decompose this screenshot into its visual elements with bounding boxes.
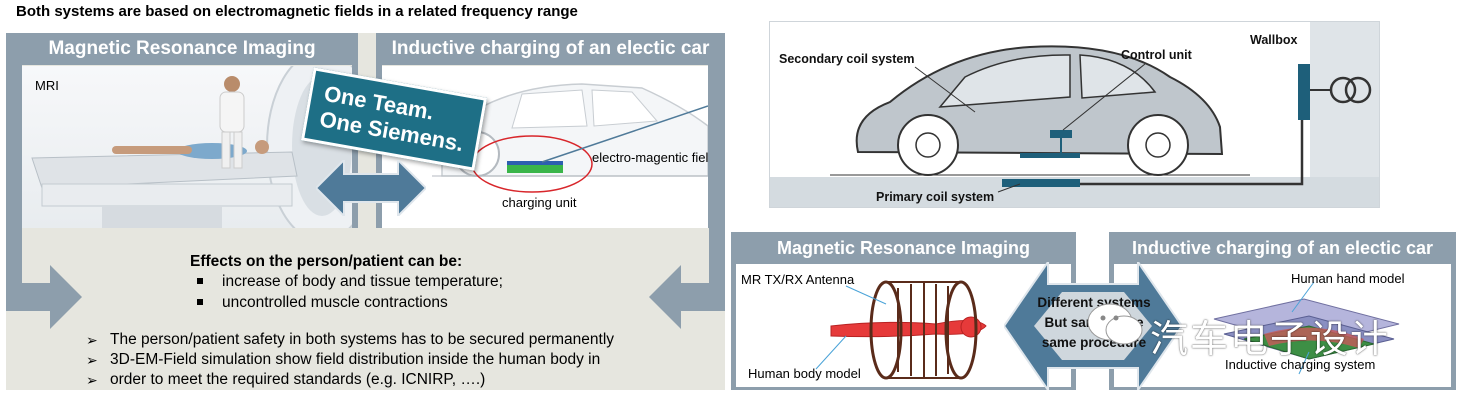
mri-scanner-illustration bbox=[31, 66, 352, 228]
effects-list: increase of body and tissue temperature;… bbox=[190, 271, 620, 313]
page-title: Both systems are based on electromagneti… bbox=[16, 3, 578, 20]
wechat-icon bbox=[1087, 303, 1143, 345]
inductive-charging-label: Inductive charging system bbox=[1225, 357, 1376, 372]
mri-model-header: Magnetic Resonance Imaging bbox=[731, 232, 1076, 264]
primary-coil-label: Primary coil system bbox=[876, 190, 995, 204]
conclusion-item: 3D-EM-Field simulation show field distri… bbox=[80, 350, 710, 370]
effects-title: Effects on the person/patient can be: bbox=[190, 253, 463, 270]
charging-unit-label: charging unit bbox=[502, 195, 577, 210]
antenna-label: MR TX/RX Antenna bbox=[741, 272, 855, 287]
mri-label: MRI bbox=[35, 78, 59, 93]
left-panel-frame-right bbox=[708, 33, 725, 228]
car-system-drawing bbox=[770, 22, 1379, 207]
secondary-coil-label: Secondary coil system bbox=[779, 52, 915, 66]
effect-item: increase of body and tissue temperature; bbox=[190, 271, 620, 292]
body-model-label: Human body model bbox=[748, 366, 861, 381]
effects-block: Effects on the person/patient can be: in… bbox=[190, 252, 620, 313]
double-arrow-icon bbox=[316, 160, 426, 216]
watermark-text: 汽车电子设计 bbox=[1150, 317, 1391, 361]
antenna-body-model bbox=[815, 280, 987, 380]
right-inward-arrow-icon bbox=[649, 225, 725, 329]
field-label: electro-magentic field bbox=[592, 150, 708, 165]
mri-model-panel: Magnetic Resonance Imaging MR TX/RX Ante… bbox=[731, 232, 1076, 390]
hand-model-label: Human hand model bbox=[1291, 271, 1405, 286]
conclusion-item: The person/patient safety in both system… bbox=[80, 330, 710, 350]
car-illustration bbox=[432, 83, 708, 193]
mri-header: Magnetic Resonance Imaging bbox=[6, 33, 358, 65]
left-inward-arrow-icon bbox=[6, 225, 82, 329]
conclusion-item-continued: order to meet the required standards (e.… bbox=[80, 370, 710, 390]
wallbox-label: Wallbox bbox=[1250, 33, 1298, 47]
car-header: Inductive charging of an electic car bbox=[376, 33, 725, 65]
charging-model-header: Inductive charging of an electic car bbox=[1109, 232, 1456, 264]
car-system-diagram: Secondary coil system Control unit Wallb… bbox=[769, 21, 1380, 208]
control-unit-label: Control unit bbox=[1121, 48, 1192, 62]
hand-charging-model bbox=[1213, 281, 1400, 375]
center-line-1: Different systems bbox=[1037, 295, 1151, 310]
mri-photo bbox=[22, 66, 352, 228]
effect-item: uncontrolled muscle contractions bbox=[190, 292, 620, 313]
left-panel-frame-left bbox=[6, 33, 22, 228]
conclusions-list: The person/patient safety in both system… bbox=[80, 330, 710, 390]
